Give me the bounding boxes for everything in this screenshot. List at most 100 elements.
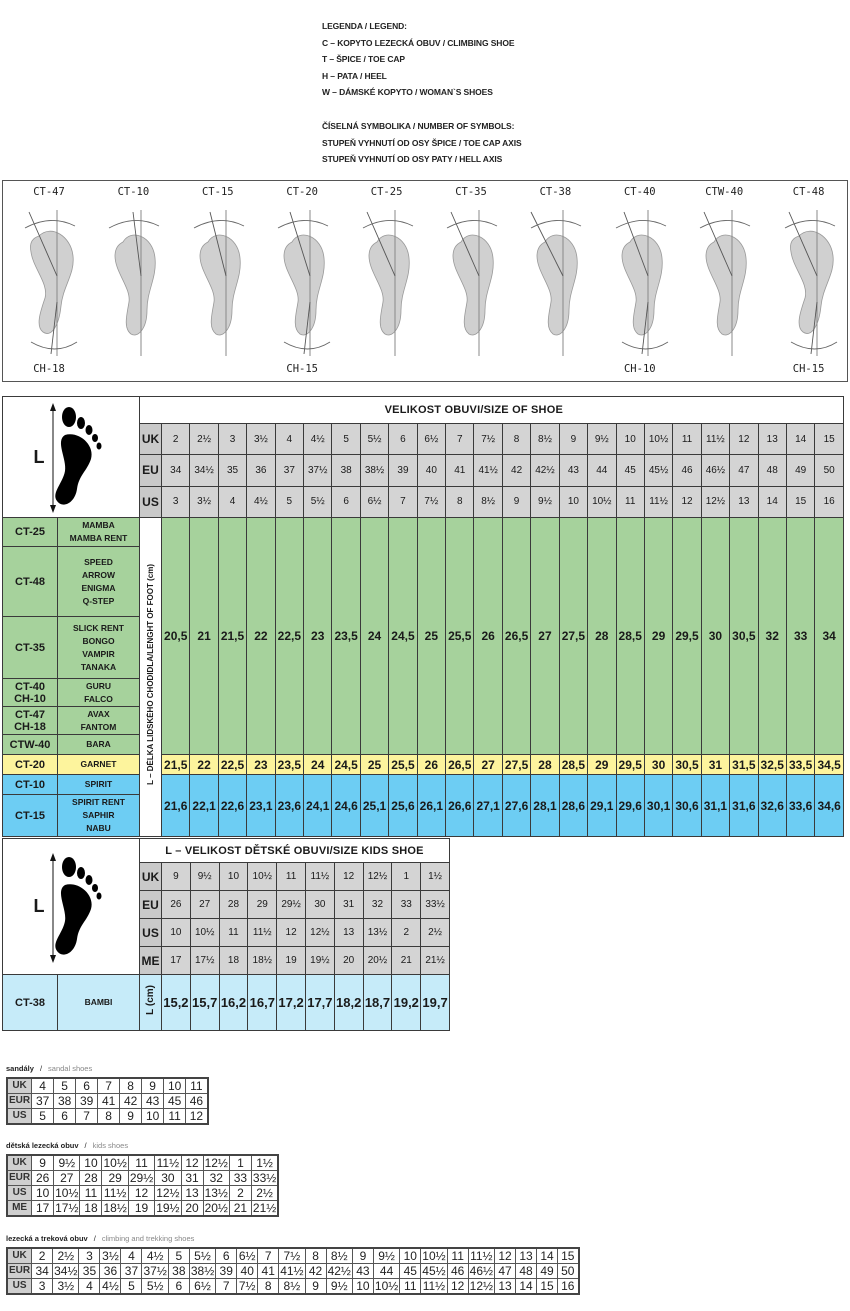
model-code: CT-47 CH-18 bbox=[2, 706, 58, 735]
size-eu: 50 bbox=[814, 454, 844, 487]
last-code-label: CT-38 bbox=[539, 186, 572, 198]
size-cell: 46 bbox=[185, 1093, 209, 1109]
size-us: 7 bbox=[388, 485, 418, 519]
size-cell: 8½ bbox=[325, 1247, 353, 1264]
foot-length-blue: 31,1 bbox=[700, 774, 731, 837]
size-cell: 48 bbox=[515, 1263, 537, 1279]
foot-length-kids: 19,7 bbox=[420, 974, 450, 1031]
size-cell: 2½ bbox=[250, 1185, 279, 1201]
legend-line: LEGENDA / LEGEND: bbox=[322, 21, 407, 31]
foot-length-green: 27 bbox=[530, 517, 560, 755]
model-names: SPIRIT RENT SAPHIR NABU bbox=[57, 794, 140, 837]
size-eu: 35 bbox=[217, 454, 248, 487]
size-me: 18½ bbox=[247, 946, 278, 975]
size-cell: 5½ bbox=[141, 1278, 169, 1295]
size-eu: 43 bbox=[558, 454, 589, 487]
foot-length-green: 28,5 bbox=[615, 517, 645, 755]
foot-length-yellow: 27,5 bbox=[501, 754, 532, 775]
size-cell: 34½ bbox=[52, 1263, 80, 1279]
size-uk: 9½ bbox=[189, 862, 220, 891]
row-label: UK bbox=[6, 1077, 33, 1094]
size-cell: 14 bbox=[536, 1247, 558, 1264]
size-eu: 31 bbox=[333, 890, 364, 919]
size-cell: 37 bbox=[120, 1263, 143, 1279]
foot-length-green: 29 bbox=[643, 517, 674, 755]
last-code-label: CT-25 bbox=[370, 186, 403, 198]
sandals-caption: sandály/sandal shoes bbox=[6, 1064, 93, 1073]
model-code: CT-15 bbox=[2, 794, 58, 837]
foot-length-green: 34 bbox=[814, 517, 844, 755]
size-eu: 46 bbox=[672, 454, 702, 487]
foot-length-green: 23,5 bbox=[331, 517, 361, 755]
size-cell: 42 bbox=[119, 1093, 143, 1109]
foot-length-yellow: 24,5 bbox=[331, 754, 361, 775]
foot-length-axis-label: L – DÉLKA LIDSKÉHO CHODIDLA/LENGHT OF FO… bbox=[139, 517, 162, 837]
size-us: 11½ bbox=[247, 918, 278, 947]
foot-length-green: 24,5 bbox=[388, 517, 418, 755]
table-title: VELIKOST OBUVI/SIZE OF SHOE bbox=[139, 396, 844, 424]
size-cell: 9½ bbox=[372, 1247, 401, 1264]
size-cell: 39 bbox=[75, 1093, 99, 1109]
size-eu: 37½ bbox=[303, 454, 333, 487]
shoe-last-diagram-icon bbox=[193, 210, 244, 356]
model-names: SLICK RENT BONGO VAMPIR TANAKA bbox=[57, 616, 140, 679]
size-us: 13 bbox=[333, 918, 364, 947]
row-label-us: US bbox=[139, 918, 162, 947]
size-cell: 13 bbox=[494, 1278, 516, 1295]
size-eu: 26 bbox=[161, 890, 191, 919]
size-uk: 9 bbox=[558, 422, 589, 456]
size-uk: 14 bbox=[785, 422, 816, 456]
size-uk: 12½ bbox=[362, 862, 393, 891]
size-cell: 46 bbox=[446, 1263, 469, 1279]
size-cell: 7 bbox=[97, 1077, 121, 1094]
size-uk: 5½ bbox=[359, 422, 390, 456]
size-eu: 29½ bbox=[276, 890, 306, 919]
size-cell: 9 bbox=[304, 1278, 327, 1295]
size-cell: 16 bbox=[557, 1278, 579, 1295]
size-me: 18 bbox=[218, 946, 249, 975]
size-uk: 9 bbox=[161, 862, 191, 891]
size-us: 4 bbox=[217, 485, 248, 519]
shoe-last-diagram-icon bbox=[109, 210, 160, 356]
size-eu: 38½ bbox=[359, 454, 390, 487]
foot-length-yellow: 30 bbox=[643, 754, 674, 775]
size-cell: 11 bbox=[446, 1247, 469, 1264]
row-label-eu: EU bbox=[139, 454, 162, 487]
size-us: 10½ bbox=[189, 918, 220, 947]
size-cell: 33½ bbox=[250, 1170, 279, 1186]
size-cell: 15 bbox=[557, 1247, 579, 1264]
size-cell: 50 bbox=[557, 1263, 579, 1279]
size-cell: 15 bbox=[536, 1278, 558, 1295]
size-cell: 11 bbox=[185, 1077, 209, 1094]
foot-length-green: 32 bbox=[757, 517, 787, 755]
foot-length-blue: 30,1 bbox=[643, 774, 674, 837]
foot-length-blue: 34,6 bbox=[814, 774, 844, 837]
model-code: CT-20 bbox=[2, 754, 58, 775]
last-code-label: CT-48 bbox=[792, 186, 825, 198]
size-uk: 2½ bbox=[189, 422, 219, 456]
size-cell: 12 bbox=[127, 1185, 156, 1201]
size-eu: 38 bbox=[331, 454, 361, 487]
size-cell: 4 bbox=[120, 1247, 143, 1264]
size-cell: 11½ bbox=[467, 1247, 496, 1264]
size-cell: 38 bbox=[53, 1093, 77, 1109]
caption-cz: lezecká a treková obuv bbox=[6, 1234, 88, 1243]
model-names: SPEED ARROW ENIGMA Q-STEP bbox=[57, 546, 140, 617]
last-code-label: CTW-40 bbox=[705, 186, 744, 198]
size-cell: 30 bbox=[154, 1170, 182, 1186]
size-us: 5½ bbox=[303, 485, 333, 519]
size-cell: 44 bbox=[372, 1263, 401, 1279]
size-me: 17 bbox=[161, 946, 191, 975]
heel-code-label: CH-15 bbox=[286, 363, 318, 375]
size-cell: 9½ bbox=[325, 1278, 353, 1295]
size-cell: 45½ bbox=[420, 1263, 448, 1279]
size-uk: 10½ bbox=[643, 422, 674, 456]
size-cell: 4½ bbox=[141, 1247, 169, 1264]
size-cell: 3 bbox=[78, 1247, 101, 1264]
size-cell: 32 bbox=[202, 1170, 230, 1186]
row-label: US bbox=[6, 1278, 33, 1295]
size-cell: 36 bbox=[99, 1263, 122, 1279]
